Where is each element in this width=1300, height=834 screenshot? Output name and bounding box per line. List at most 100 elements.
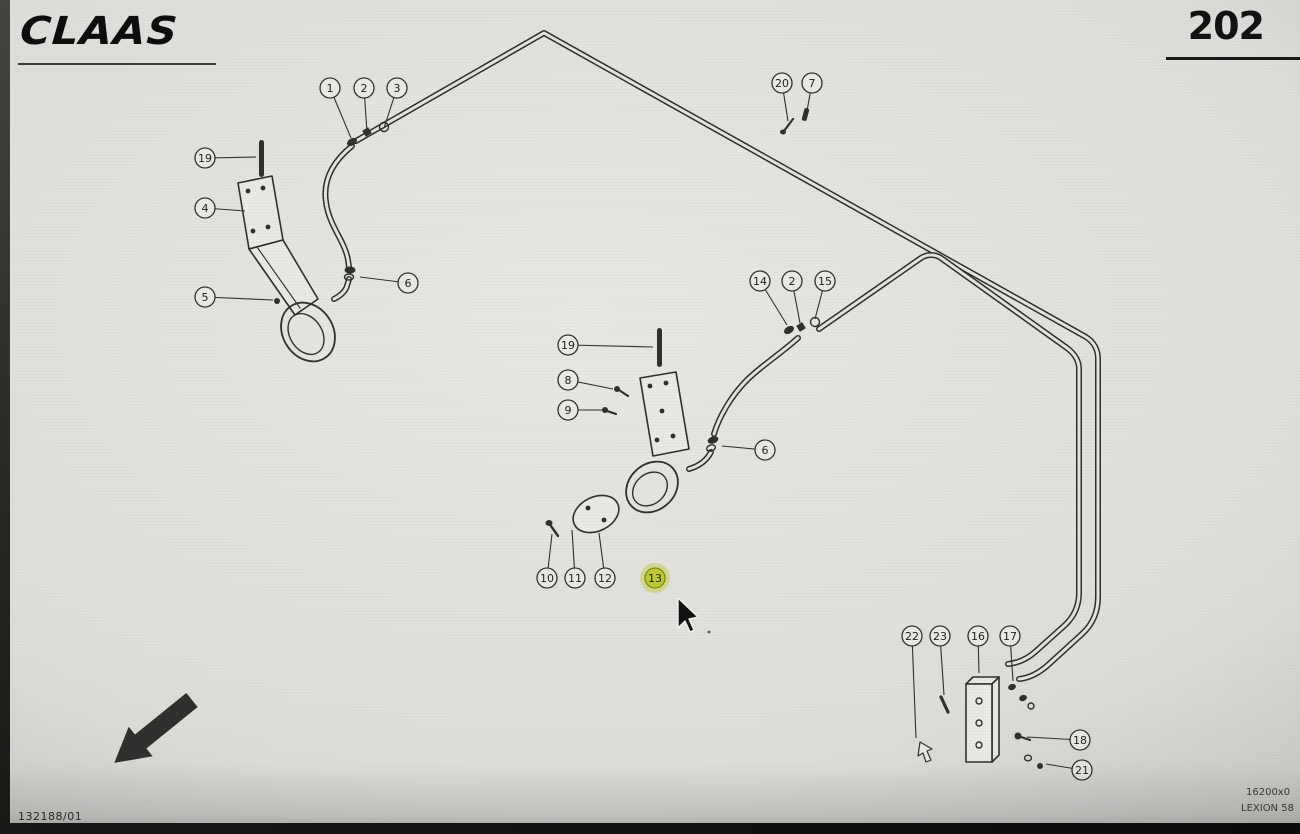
svg-text:6: 6 <box>762 444 769 457</box>
clamp-loop-inner <box>287 312 325 356</box>
pipe-branch-center-inner <box>712 336 800 436</box>
svg-text:23: 23 <box>933 630 947 643</box>
svg-text:17: 17 <box>1003 630 1017 643</box>
document-number: 132188/01 <box>18 810 83 823</box>
callout-19[interactable]: 19 <box>557 334 654 356</box>
bolt-18-head <box>1014 732 1022 740</box>
block-port <box>975 719 983 727</box>
svg-text:22: 22 <box>905 630 919 643</box>
callout-12[interactable]: 12 <box>594 532 616 589</box>
bracket-plate <box>237 175 284 250</box>
hydraulic-pipes <box>322 30 1101 682</box>
callout-6[interactable]: 6 <box>721 439 776 461</box>
svg-text:16: 16 <box>971 630 985 643</box>
screw-8-shaft <box>617 388 630 398</box>
callout-8[interactable]: 8 <box>557 369 614 391</box>
svg-text:21: 21 <box>1075 764 1089 777</box>
plate-hole <box>670 433 676 439</box>
plate-hole <box>663 380 669 386</box>
pipe-branch-left <box>322 143 355 270</box>
screw-9-shaft <box>605 409 618 416</box>
callout-10[interactable]: 10 <box>536 533 558 589</box>
plate-hole <box>245 188 251 194</box>
union-nut-bottom <box>343 273 355 281</box>
plate-hole <box>250 228 256 234</box>
callout-14[interactable]: 14 <box>749 270 788 326</box>
clamp-loop-outer <box>625 460 679 514</box>
bolt-head <box>780 129 786 135</box>
callout-3[interactable]: 3 <box>383 77 408 129</box>
union-nut-bottom <box>705 444 717 452</box>
callout-2[interactable]: 2 <box>781 270 803 324</box>
svg-text:8: 8 <box>565 374 572 387</box>
pipe-branch-center-stub-inner <box>687 450 713 471</box>
block-side-face <box>991 676 1000 763</box>
model-name: LEXION 58 <box>1241 803 1294 814</box>
callout-17[interactable]: 17 <box>999 625 1021 682</box>
callout-4[interactable]: 4 <box>194 197 246 219</box>
union-fitting-left <box>343 266 356 281</box>
ring-fitting <box>378 121 390 133</box>
logo-underline <box>18 63 216 65</box>
callout-19[interactable]: 19 <box>194 147 257 169</box>
mounting-pin <box>259 140 264 177</box>
bolt-18-shaft <box>1019 735 1032 742</box>
callout-2[interactable]: 2 <box>353 77 375 133</box>
block-port <box>975 741 983 749</box>
bracket-arm <box>248 239 319 316</box>
bolt-shaft <box>782 117 795 133</box>
callout-7[interactable]: 7 <box>801 72 823 112</box>
callout-18[interactable]: 18 <box>1026 729 1091 751</box>
callout-11[interactable]: 11 <box>564 529 586 589</box>
callout-9[interactable]: 9 <box>557 399 602 421</box>
callout-5[interactable]: 5 <box>194 286 274 308</box>
reference-code: 16200x0 <box>1246 787 1291 798</box>
callout-20[interactable]: 20 <box>771 72 793 122</box>
svg-text:4: 4 <box>202 202 209 215</box>
pipe-secondary-inner <box>817 253 1081 666</box>
fitting-17a <box>1008 683 1016 691</box>
left-bracket-assembly <box>237 140 336 363</box>
fitting-ring <box>1027 702 1035 710</box>
svg-text:14: 14 <box>753 275 767 288</box>
svg-text:3: 3 <box>394 82 401 95</box>
plate-hole <box>260 185 266 191</box>
callout-21[interactable]: 21 <box>1045 759 1093 781</box>
clamp-loop-outer <box>280 301 336 363</box>
svg-text:6: 6 <box>405 277 412 290</box>
retainer-disc <box>572 494 620 534</box>
union-nut-top <box>344 266 356 274</box>
callout-6[interactable]: 6 <box>359 272 419 294</box>
page-number: 202 <box>1187 4 1265 48</box>
bolt-21-head <box>1037 763 1043 769</box>
svg-text:1: 1 <box>327 82 334 95</box>
svg-text:18: 18 <box>1073 734 1087 747</box>
plate-hole <box>659 408 665 414</box>
fittings-center <box>783 316 821 335</box>
callout-22[interactable]: 22 <box>901 625 923 739</box>
elbow-fitting <box>346 137 358 147</box>
pipe-main <box>353 30 1101 682</box>
svg-text:9: 9 <box>565 404 572 417</box>
svg-text:19: 19 <box>561 339 575 352</box>
elbow-fitting <box>783 325 795 335</box>
pin-fitting <box>801 108 810 121</box>
callout-13[interactable]: 13 <box>640 563 670 593</box>
svg-text:19: 19 <box>198 152 212 165</box>
svg-text:7: 7 <box>809 77 816 90</box>
disc-hole <box>601 517 607 523</box>
disc-hole <box>585 505 591 511</box>
arm-edge <box>256 246 301 309</box>
callout-16[interactable]: 16 <box>967 625 989 674</box>
callout-23[interactable]: 23 <box>929 625 951 696</box>
union-fitting-center <box>705 436 719 452</box>
callout-1[interactable]: 1 <box>319 77 352 139</box>
screw-10-head <box>545 520 553 526</box>
block-port <box>975 697 983 705</box>
pipe-branch-left-stub-inner <box>332 277 351 301</box>
plate-hole <box>265 224 271 230</box>
callout-15[interactable]: 15 <box>814 270 836 320</box>
